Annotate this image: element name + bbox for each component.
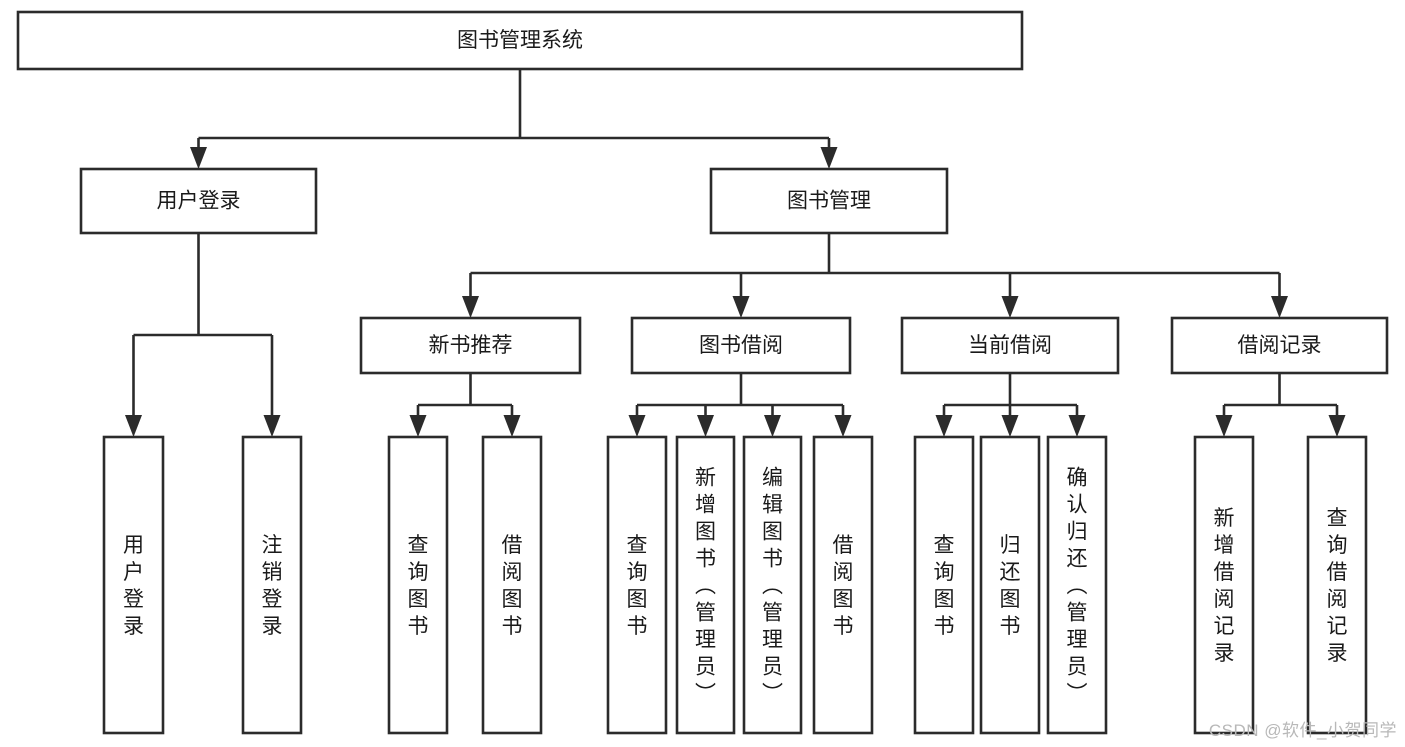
node-label: 图书借阅: [699, 334, 783, 357]
node-box: [79, 167, 318, 235]
node-box: [900, 316, 1120, 375]
node-box: [481, 435, 543, 735]
arrow-head-icon: [697, 415, 714, 437]
node-box: [1306, 435, 1368, 735]
arrow-head-icon: [1271, 296, 1288, 318]
node-label: 查询图书: [934, 534, 955, 638]
node-box: [606, 435, 668, 735]
arrow-head-icon: [820, 147, 838, 169]
node-label: 图书管理: [787, 190, 871, 213]
node-leaf-query-record[interactable]: 查询借阅记录: [1306, 435, 1368, 735]
connector-group: [628, 373, 852, 437]
arrow-head-icon: [732, 296, 750, 318]
node-leaf-edit-book[interactable]: 编辑图书︵管理员︶: [742, 435, 803, 735]
arrow-head-icon: [503, 415, 521, 437]
connector-group: [190, 69, 838, 169]
node-borrow-record[interactable]: 借阅记录: [1170, 316, 1389, 375]
connector-group: [125, 233, 281, 437]
node-leaf-query-book-1[interactable]: 查询图书: [387, 435, 449, 735]
node-box: [675, 435, 736, 735]
node-label: 注销登录: [262, 534, 283, 638]
node-label: 新增借阅记录: [1214, 507, 1235, 665]
connector-group: [935, 373, 1086, 437]
arrow-head-icon: [1001, 296, 1019, 318]
connector-group: [1215, 373, 1346, 437]
node-box: [1046, 435, 1108, 735]
node-leaf-add-record[interactable]: 新增借阅记录: [1193, 435, 1255, 735]
node-leaf-confirm-return[interactable]: 确认归还︵管理员︶: [1046, 435, 1108, 735]
node-box: [102, 435, 165, 735]
node-label: 新增图书︵管理员︶: [695, 467, 716, 706]
arrow-head-icon: [190, 147, 207, 169]
node-book-borrow[interactable]: 图书借阅: [630, 316, 852, 375]
node-box: [387, 435, 449, 735]
node-layer: 图书管理系统用户登录图书管理新书推荐图书借阅当前借阅借阅记录用户登录注销登录查询…: [16, 10, 1389, 735]
node-new-book-rec[interactable]: 新书推荐: [359, 316, 582, 375]
node-label: 当前借阅: [968, 334, 1052, 357]
node-leaf-user-logout[interactable]: 注销登录: [241, 435, 303, 735]
arrow-head-icon: [409, 415, 427, 437]
node-leaf-return-book[interactable]: 归还图书: [979, 435, 1041, 735]
node-label: 借阅记录: [1238, 334, 1322, 357]
connector-group: [462, 233, 1288, 318]
arrow-head-icon: [834, 415, 852, 437]
node-box: [979, 435, 1041, 735]
arrow-head-icon: [628, 415, 646, 437]
node-box: [742, 435, 803, 735]
arrow-head-icon: [764, 415, 781, 437]
node-label: 新书推荐: [429, 334, 513, 357]
node-user-login[interactable]: 用户登录: [79, 167, 318, 235]
node-box: [913, 435, 975, 735]
arrow-head-icon: [1068, 415, 1086, 437]
node-leaf-user-login[interactable]: 用户登录: [102, 435, 165, 735]
node-box: [812, 435, 874, 735]
connector-group: [409, 373, 521, 437]
arrow-head-icon: [263, 415, 281, 437]
node-label: 编辑图书︵管理员︶: [762, 467, 783, 706]
connector-layer: [125, 69, 1346, 437]
node-box: [1193, 435, 1255, 735]
node-leaf-borrow-book-2[interactable]: 借阅图书: [812, 435, 874, 735]
arrow-head-icon: [935, 415, 953, 437]
node-current-borrow[interactable]: 当前借阅: [900, 316, 1120, 375]
node-label: 查询图书: [627, 534, 648, 638]
node-leaf-borrow-book-1[interactable]: 借阅图书: [481, 435, 543, 735]
arrow-head-icon: [1215, 415, 1233, 437]
node-box: [630, 316, 852, 375]
node-label: 查询借阅记录: [1327, 507, 1348, 665]
arrow-head-icon: [462, 296, 479, 318]
node-label: 用户登录: [157, 190, 241, 213]
arrow-head-icon: [1001, 415, 1019, 437]
arrow-head-icon: [1328, 415, 1346, 437]
node-leaf-query-book-3[interactable]: 查询图书: [913, 435, 975, 735]
node-label: 图书管理系统: [457, 29, 583, 52]
node-book-manage[interactable]: 图书管理: [709, 167, 949, 235]
node-label: 确认归还︵管理员︶: [1067, 467, 1088, 706]
node-box: [241, 435, 303, 735]
node-leaf-query-book-2[interactable]: 查询图书: [606, 435, 668, 735]
node-box: [359, 316, 582, 375]
node-box: [16, 10, 1024, 71]
node-label: 归还图书: [1000, 534, 1021, 638]
node-root[interactable]: 图书管理系统: [16, 10, 1024, 71]
node-label: 借阅图书: [833, 534, 854, 638]
node-box: [709, 167, 949, 235]
node-label: 借阅图书: [502, 534, 523, 638]
node-box: [1170, 316, 1389, 375]
node-leaf-add-book[interactable]: 新增图书︵管理员︶: [675, 435, 736, 735]
arrow-head-icon: [125, 415, 142, 437]
node-label: 用户登录: [123, 534, 144, 638]
node-label: 查询图书: [408, 534, 429, 638]
